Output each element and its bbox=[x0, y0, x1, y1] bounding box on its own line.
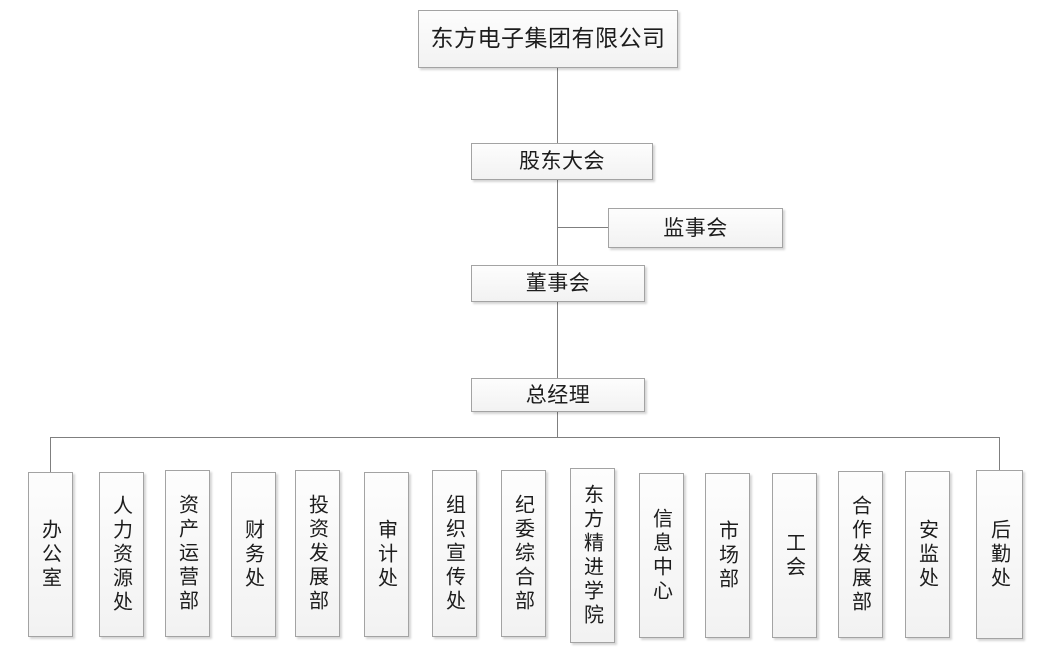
node-board-of-directors-label: 董事会 bbox=[525, 271, 591, 296]
node-department-discipline-general[interactable]: 纪委综合部 bbox=[501, 470, 546, 637]
connector-board-to-manager bbox=[557, 302, 558, 379]
node-department-logistics[interactable]: 后勤处 bbox=[976, 470, 1023, 639]
connector-company-to-shareholders bbox=[557, 68, 558, 144]
node-department-label: 纪委综合部 bbox=[511, 493, 536, 614]
node-department-label: 安监处 bbox=[915, 518, 940, 591]
node-department-label: 市场部 bbox=[715, 519, 740, 592]
node-department-office[interactable]: 办公室 bbox=[28, 472, 73, 637]
node-department-label: 组织宣传处 bbox=[442, 493, 467, 614]
node-department-marketing[interactable]: 市场部 bbox=[705, 473, 750, 638]
node-company[interactable]: 东方电子集团有限公司 bbox=[418, 10, 678, 68]
node-shareholders-meeting-label: 股东大会 bbox=[519, 149, 605, 174]
node-department-organization-publicity[interactable]: 组织宣传处 bbox=[432, 470, 477, 637]
connector-department-bus bbox=[50, 437, 1000, 438]
node-department-label: 信息中心 bbox=[649, 507, 674, 604]
connector-bus-to-first-department bbox=[50, 437, 51, 472]
node-department-label: 投资发展部 bbox=[305, 493, 330, 614]
node-company-label: 东方电子集团有限公司 bbox=[430, 25, 666, 52]
node-department-label: 资产运营部 bbox=[175, 493, 200, 614]
node-department-information-center[interactable]: 信息中心 bbox=[639, 473, 684, 638]
node-department-asset-operations[interactable]: 资产运营部 bbox=[165, 470, 210, 637]
node-board-of-supervisors-label: 监事会 bbox=[663, 215, 728, 240]
connector-bus-to-last-department bbox=[999, 437, 1000, 472]
node-department-label: 合作发展部 bbox=[848, 494, 873, 615]
connector-shareholders-to-board bbox=[557, 180, 558, 266]
node-department-investment-development[interactable]: 投资发展部 bbox=[295, 470, 340, 637]
node-department-labor-union[interactable]: 工会 bbox=[772, 473, 817, 638]
node-department-label: 工会 bbox=[782, 531, 807, 580]
node-board-of-supervisors[interactable]: 监事会 bbox=[608, 208, 783, 248]
connector-branch-to-supervisors bbox=[557, 227, 609, 228]
node-department-label: 办公室 bbox=[38, 518, 63, 591]
node-department-finance[interactable]: 财务处 bbox=[231, 472, 276, 637]
node-department-label: 财务处 bbox=[241, 518, 266, 591]
node-department-cooperation-development[interactable]: 合作发展部 bbox=[838, 471, 883, 638]
node-department-label: 审计处 bbox=[374, 518, 399, 591]
node-board-of-directors[interactable]: 董事会 bbox=[471, 265, 645, 302]
connector-manager-to-bus bbox=[557, 412, 558, 438]
node-shareholders-meeting[interactable]: 股东大会 bbox=[471, 143, 653, 180]
node-department-human-resources[interactable]: 人力资源处 bbox=[99, 472, 144, 637]
node-department-dongfang-academy[interactable]: 东方精进学院 bbox=[570, 468, 615, 643]
node-department-label: 东方精进学院 bbox=[580, 483, 605, 628]
node-department-audit[interactable]: 审计处 bbox=[364, 472, 409, 637]
node-department-label: 人力资源处 bbox=[109, 494, 134, 615]
node-general-manager[interactable]: 总经理 bbox=[471, 378, 645, 412]
node-department-label: 后勤处 bbox=[987, 518, 1012, 591]
node-general-manager-label: 总经理 bbox=[525, 382, 591, 407]
node-department-safety-supervision[interactable]: 安监处 bbox=[905, 471, 950, 638]
